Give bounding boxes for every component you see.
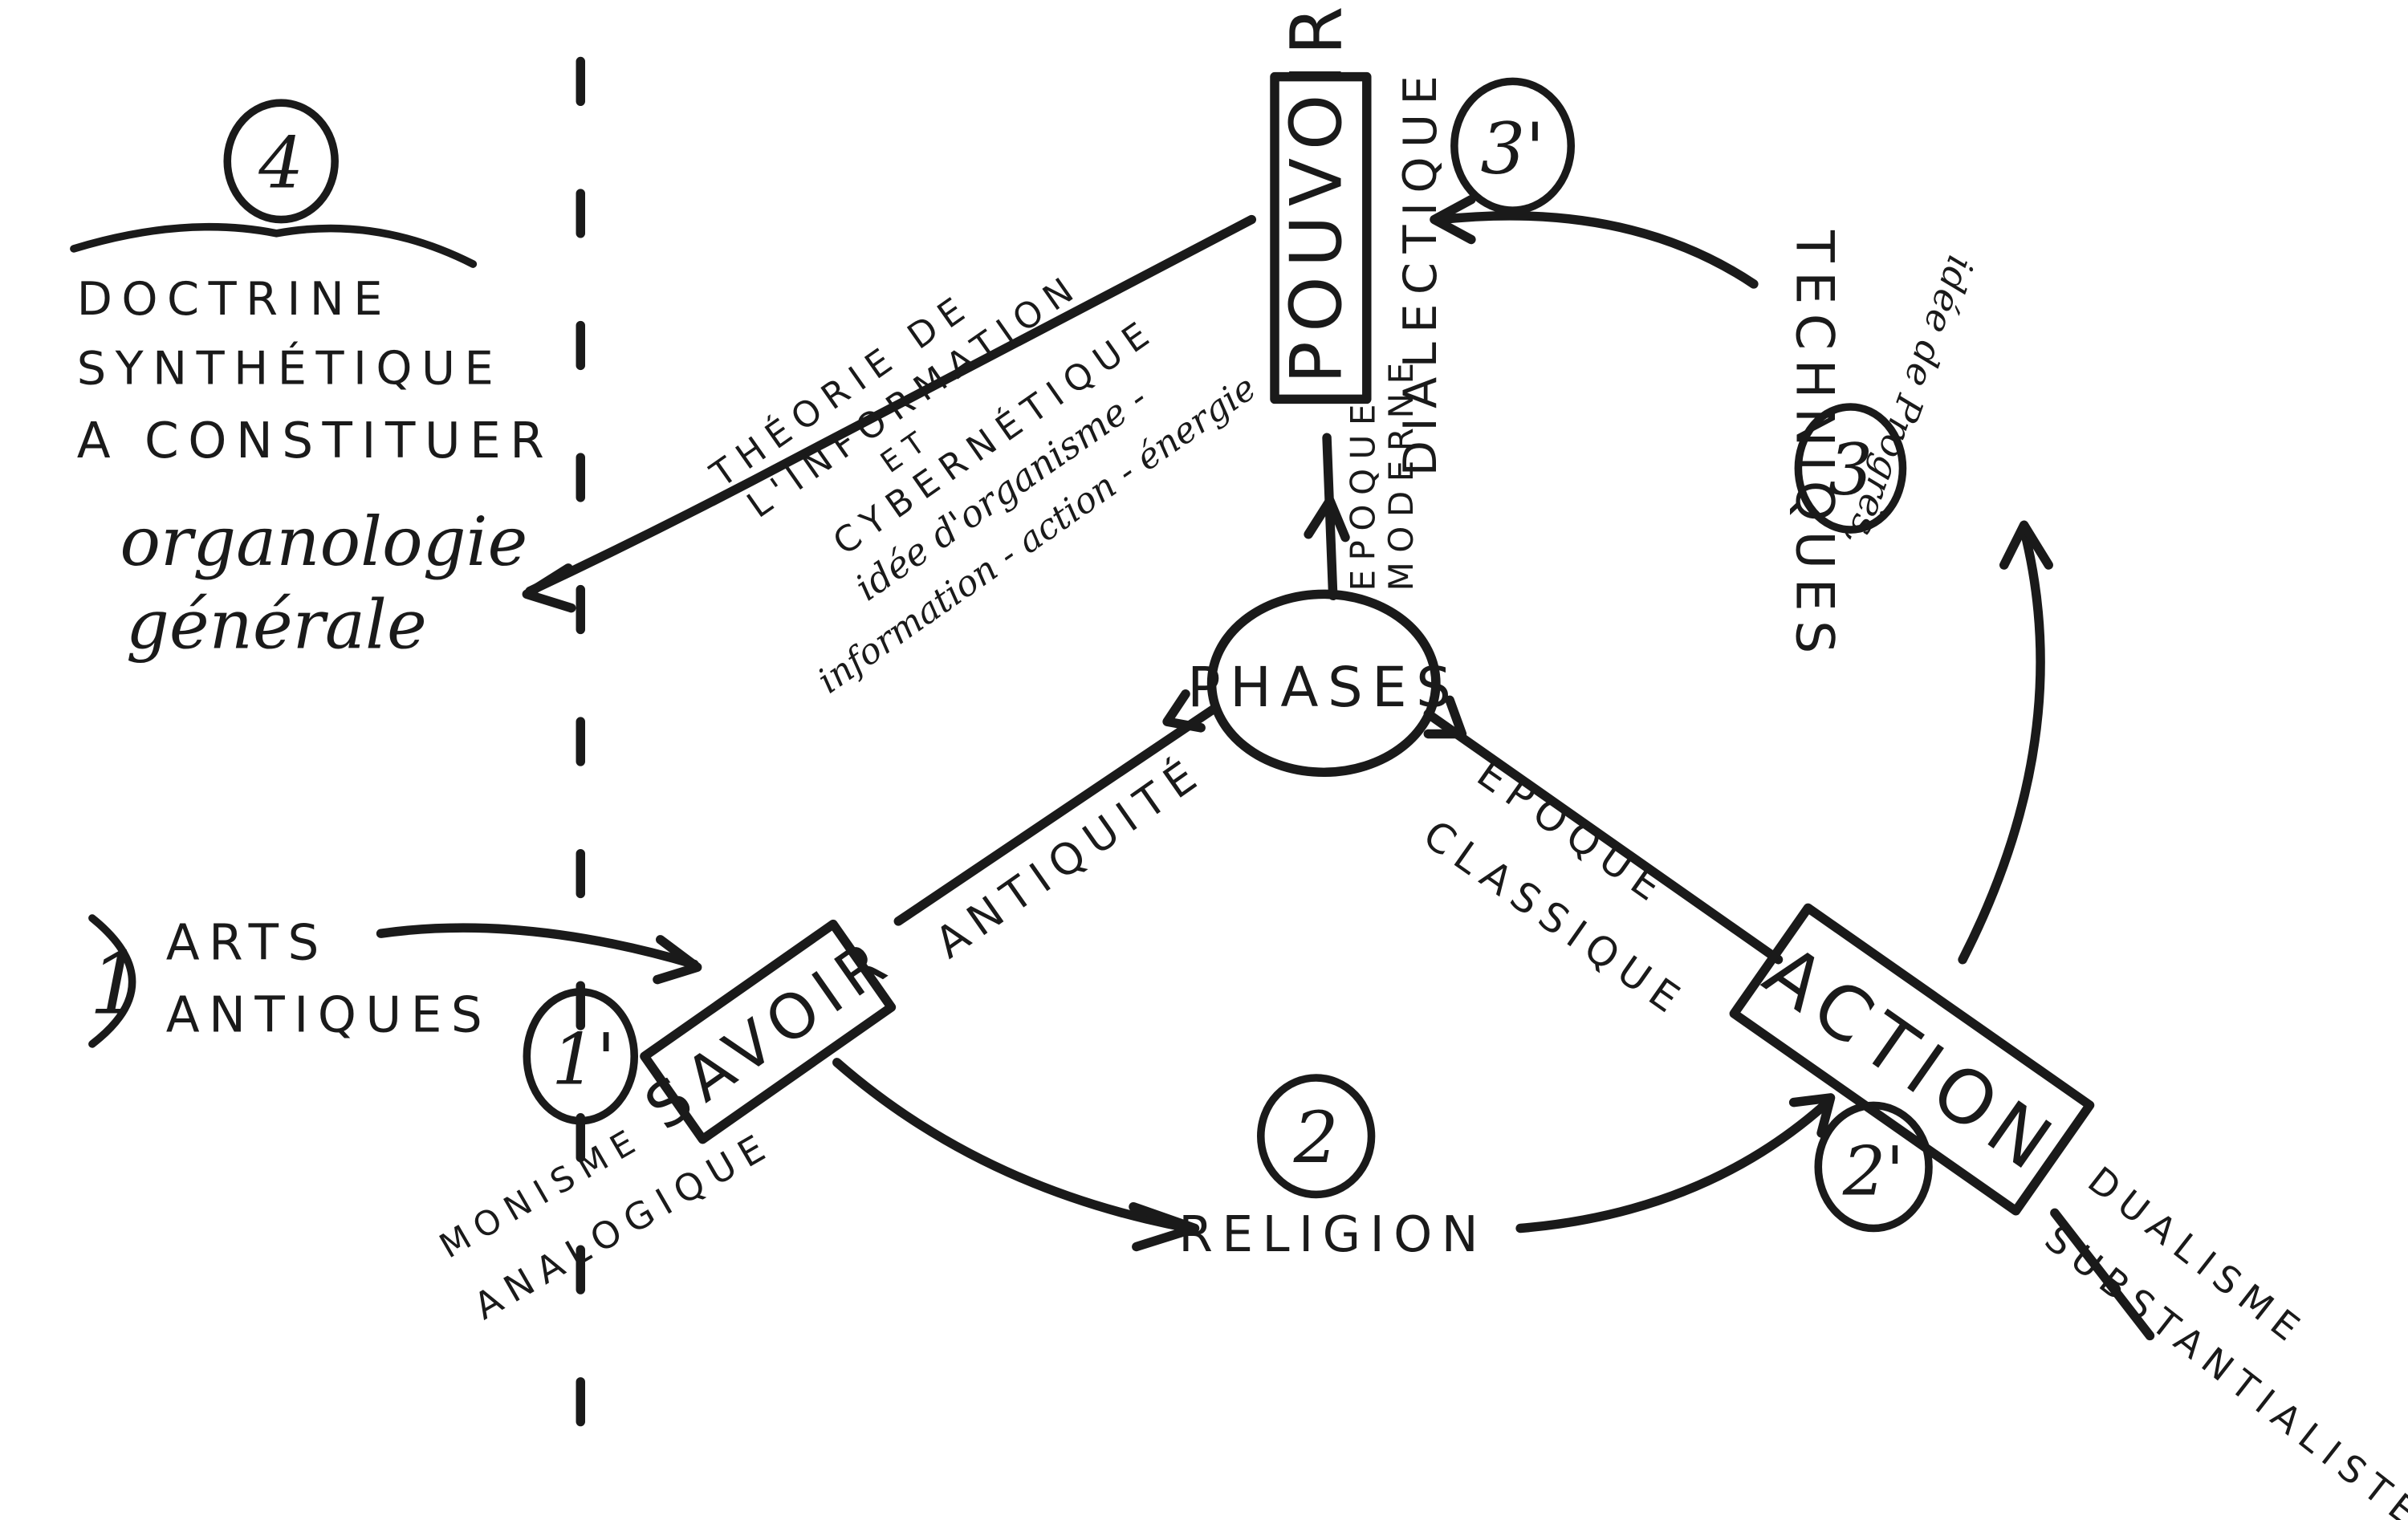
mark-4-circle — [223, 99, 339, 224]
arrowhead-religion — [1129, 1201, 1200, 1252]
arrowhead-up — [1304, 495, 1350, 543]
mark-3prime: 3' — [1480, 108, 1544, 190]
arrowhead-organologie — [522, 563, 576, 613]
mark-1-bracket — [88, 914, 136, 1048]
dialectique-label: DIALECTIQUE — [1393, 67, 1447, 476]
mark-1: 1 — [89, 935, 144, 1034]
arrowhead-pouvoir — [1430, 194, 1476, 245]
pouvoir-box — [1270, 71, 1372, 404]
spoke-to-action — [1423, 709, 1784, 965]
epoque-moderne-line2: MODERNE — [1381, 353, 1421, 591]
mark-3-circle — [1794, 403, 1907, 534]
phases-circle — [1206, 589, 1441, 778]
action-tail — [2050, 1208, 2155, 1341]
brace — [70, 222, 478, 268]
arts-line2: ANTIQUES — [166, 987, 491, 1044]
organologie-line1: organologie — [120, 502, 527, 581]
mark-4: 4 — [258, 121, 303, 204]
arc-action-techniques — [1958, 525, 2045, 965]
action-box — [1729, 903, 2095, 1216]
epoque-moderne-line1: EPOQUE — [1343, 395, 1382, 591]
pouvoir-label: POUVOIR — [1275, 0, 1357, 384]
techniques-label: TECHNIQUES — [1784, 230, 1844, 663]
antiquite-label: ANTIQUITÉ — [926, 746, 1213, 969]
arts-line1: ARTS — [166, 915, 328, 972]
arc-techniques-pouvoir — [1435, 211, 1759, 289]
arc-savoir-religion — [832, 1058, 1195, 1233]
savoir-box — [640, 919, 897, 1144]
doctrine-line1: DOCTRINE — [77, 272, 392, 326]
organologie-line2: générale — [126, 585, 427, 664]
mark-2: 2 — [1293, 1096, 1339, 1179]
mark-2-circle — [1257, 1074, 1376, 1199]
arrow-arts-savoir — [376, 923, 699, 969]
spoke-to-savoir — [893, 705, 1218, 926]
mark-1prime-circle — [523, 988, 639, 1125]
arrowhead-savoir — [653, 935, 702, 985]
pouvoir-node: POUVOIR — [1270, 0, 1372, 404]
doctrine-line3: A CONSTITUER — [77, 413, 554, 469]
arc-pouvoir-organologie — [525, 214, 1257, 596]
mark-1prime: 1' — [551, 1018, 616, 1101]
mark-2prime-circle — [1814, 1101, 1933, 1233]
arc-religion-action — [1515, 1097, 1832, 1233]
spoke-to-pouvoir — [1322, 433, 1338, 601]
arrowhead-left — [1162, 689, 1206, 733]
religion-label: RELIGION — [1178, 1206, 1487, 1263]
arrowhead-right — [1423, 695, 1467, 739]
action-node: ACTION — [1729, 903, 2095, 1216]
doctrine-line2: SYNTHÉTIQUE — [77, 340, 502, 395]
mark-2prime: 2' — [1842, 1132, 1905, 1210]
mark-3: 3 — [1828, 429, 1873, 511]
arrowhead-action — [1788, 1093, 1836, 1138]
arrowhead-techniques — [1999, 520, 2053, 570]
mark-3prime-circle — [1450, 77, 1576, 214]
phases-label: PHASES — [1187, 656, 1460, 720]
